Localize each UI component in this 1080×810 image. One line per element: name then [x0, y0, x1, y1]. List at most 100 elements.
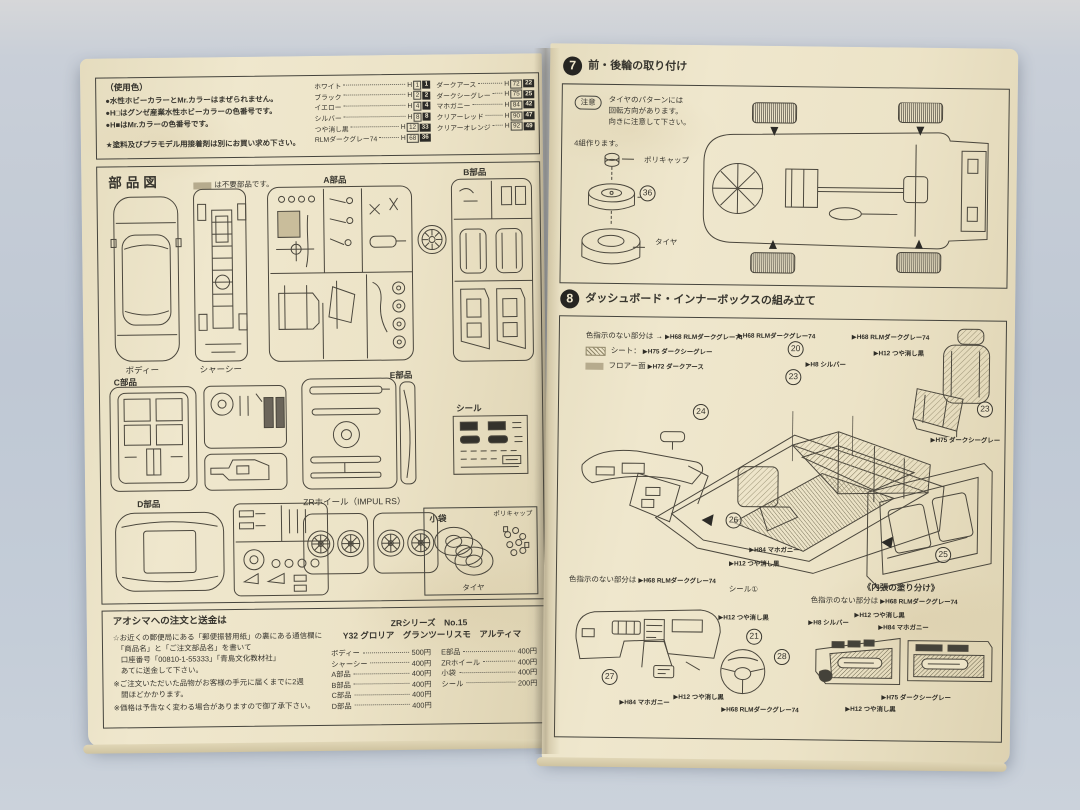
e-parts-sprue: [300, 376, 419, 491]
order-line-1: ☆お近くの郵便局にある「郵便振替用紙」の裏にある通信欄に: [112, 630, 323, 643]
kit-name: Y32 グロリア グランツーリスモ アルティマ: [342, 628, 522, 641]
caution-line-1: タイヤのパターンには: [608, 94, 684, 105]
bag-contents: [427, 518, 532, 583]
dashboard-console-drawing: [575, 429, 710, 533]
order-line-6: 間ほどかかります。: [113, 689, 188, 700]
paint-callout-silver: ▶H8 シルバー: [805, 361, 846, 369]
order-line-4: あてに送金して下さい。: [113, 665, 203, 676]
paint-callout-seagray: ▶H75 ダークシーグレー: [881, 694, 952, 703]
order-line-5: ※ご注文いただいた品物がお客様の手元に届くまでに2週: [113, 677, 304, 689]
booklet-fold-shadow: [534, 48, 560, 754]
colors-footnote: ★塗料及びプラモデル用接着剤は別にお買い求め下さい。: [105, 138, 301, 150]
chassis-underside-drawing: [693, 100, 1001, 280]
b-parts-sprue: [449, 176, 535, 363]
paint-callout-mahogany: ▶H84 マホガニー: [878, 624, 929, 632]
order-line-2: 「商品名」と「ご注文部品名」を書いて: [112, 642, 252, 654]
left-page: （使用色） ●水性ホビーカラーとMr.カラーはまぜられません。 ●H□はグンゼ産…: [79, 53, 551, 747]
paint-callout-rlm74: ▶H68 RLMダークグレー74: [721, 706, 799, 715]
tire-label: タイヤ: [654, 237, 678, 247]
legend-no-color: 色指示のない部分は → ▶H68 RLMダークグレー74: [585, 330, 743, 342]
part-21-circle: 21: [746, 628, 763, 645]
interior-exploded-drawing: [641, 399, 957, 577]
make-four-note: 4組作ります。: [574, 138, 623, 149]
order-line-7: ※価格は予告なく変わる場合がありますので御了承下さい。: [113, 701, 316, 713]
part-23-circle: 23: [785, 369, 802, 386]
step-8-title: ダッシュボード・インナーボックスの組み立て: [585, 292, 817, 308]
series-title: ZRシリーズ No.15: [390, 617, 468, 629]
paint-callout-flatblack: ▶H12 つや消し黒: [729, 560, 780, 569]
door-panels-drawing: [812, 631, 997, 691]
part-20-circle: 20: [787, 341, 804, 358]
part-24-circle: 24: [692, 403, 709, 421]
used-colors-box: （使用色） ●水性ホビーカラーとMr.カラーはまぜられません。 ●H□はグンゼ産…: [95, 72, 541, 160]
body-label: ボディー: [125, 364, 160, 376]
step-7-number: 7: [562, 56, 583, 76]
a-parts-sprue: [265, 184, 415, 364]
order-title: アオシマへの注文と送金は: [112, 615, 227, 628]
step-7-title: 前・後輪の取り付け: [588, 59, 688, 73]
paint-callout-silver: ▶H8 シルバー: [808, 619, 849, 627]
part-27-circle: 27: [601, 668, 618, 686]
dashboard-front-drawing: [567, 594, 728, 692]
order-box: アオシマへの注文と送金は ☆お近くの郵便局にある「郵便振替用紙」の裏にある通信欄…: [101, 605, 547, 729]
front-seat-drawing: [911, 327, 1000, 438]
seat-swatch: [585, 346, 606, 356]
door-painting-title: 《内張の塗り分け》: [862, 582, 940, 593]
wheel-assembly-drawing: [577, 149, 657, 278]
legend-seat: シート： ▶H75 ダークシーグレー: [585, 346, 713, 358]
chassis-label: シャーシー: [199, 363, 243, 375]
paint-callout-flatblack: ▶H12 つや消し黒: [718, 614, 769, 622]
door-no-color-note: 色指示のない部分は ▶H68 RLMダークグレー74: [810, 595, 958, 607]
paint-callout-rlm74: ▶H68 RLMダークグレー74: [737, 332, 816, 341]
steering-wheel-drawing: [715, 644, 770, 699]
parts-diagram-box: 部品図 は不要部品です。 ボディー: [96, 161, 546, 605]
c-parts-group: [108, 383, 291, 495]
right-page: 7 前・後輪の取り付け 注意 タイヤのパターンには 回転方向があります。 向きに…: [541, 43, 1019, 765]
paint-callout-flatblack: ▶H12 つや消し黒: [854, 611, 905, 620]
part-25-circle: 25: [935, 546, 952, 564]
zr-wheels: [301, 507, 440, 579]
part-23-circle: 23: [976, 401, 994, 418]
seal-1-label: シール①: [728, 584, 759, 594]
used-colors-title: （使用色）: [105, 82, 148, 93]
order-line-3: 口座番号「00810-1-55333」「青島文化教材社」: [113, 653, 281, 665]
paint-callout-flatblack: ▶H12 つや消し黒: [845, 705, 896, 714]
caution-line-3: 向きに注意して下さい。: [608, 116, 691, 127]
seal-sheet: [452, 414, 529, 475]
chassis-top-view: [189, 186, 255, 367]
seal-label: シール: [456, 402, 482, 414]
bag-tire-label: タイヤ: [462, 582, 485, 593]
car-body-top-view: [109, 193, 185, 366]
inner-door-panel-drawing: [857, 454, 999, 594]
step-8-box: 色指示のない部分は → ▶H68 RLMダークグレー74 シート： ▶H75 ダ…: [553, 315, 1008, 743]
parts-diagram-title: 部品図: [108, 174, 161, 191]
part-36-circle: 36: [639, 185, 656, 202]
floor-swatch: [585, 362, 604, 370]
spare-wheel-part: [416, 223, 448, 255]
colors-note-2: ●H□はグンゼ産業水性ホビーカラーの色番号です。: [105, 106, 277, 118]
polycap-label: ポリキャップ: [643, 155, 690, 165]
colors-note-3: ●H■はMr.カラーの色番号です。: [105, 119, 213, 130]
dash-no-color-note: 色指示のない部分は ▶H68 RLMダークグレー74: [568, 574, 716, 586]
step-8-number: 8: [560, 289, 580, 309]
caution-line-2: 回転方向があります。: [608, 105, 683, 116]
part-26-circle: 26: [725, 512, 742, 529]
paint-callout-mahogany: ▶H84 マホガニー: [619, 699, 670, 707]
paint-callout-mahogany: ▶H84 マホガニー: [749, 546, 800, 555]
d-parts-shell: [111, 508, 228, 595]
part-28-circle: 28: [773, 648, 791, 666]
zr-wheel-label: ZRホイール（IMPUL RS）: [303, 495, 406, 508]
legend-floor: フロアー面 ▶H72 ダークアース: [585, 361, 704, 372]
caution-label: 注意: [574, 95, 602, 110]
step-7-box: 注意 タイヤのパターンには 回転方向があります。 向きに注意して下さい。 4組作…: [559, 83, 1010, 289]
